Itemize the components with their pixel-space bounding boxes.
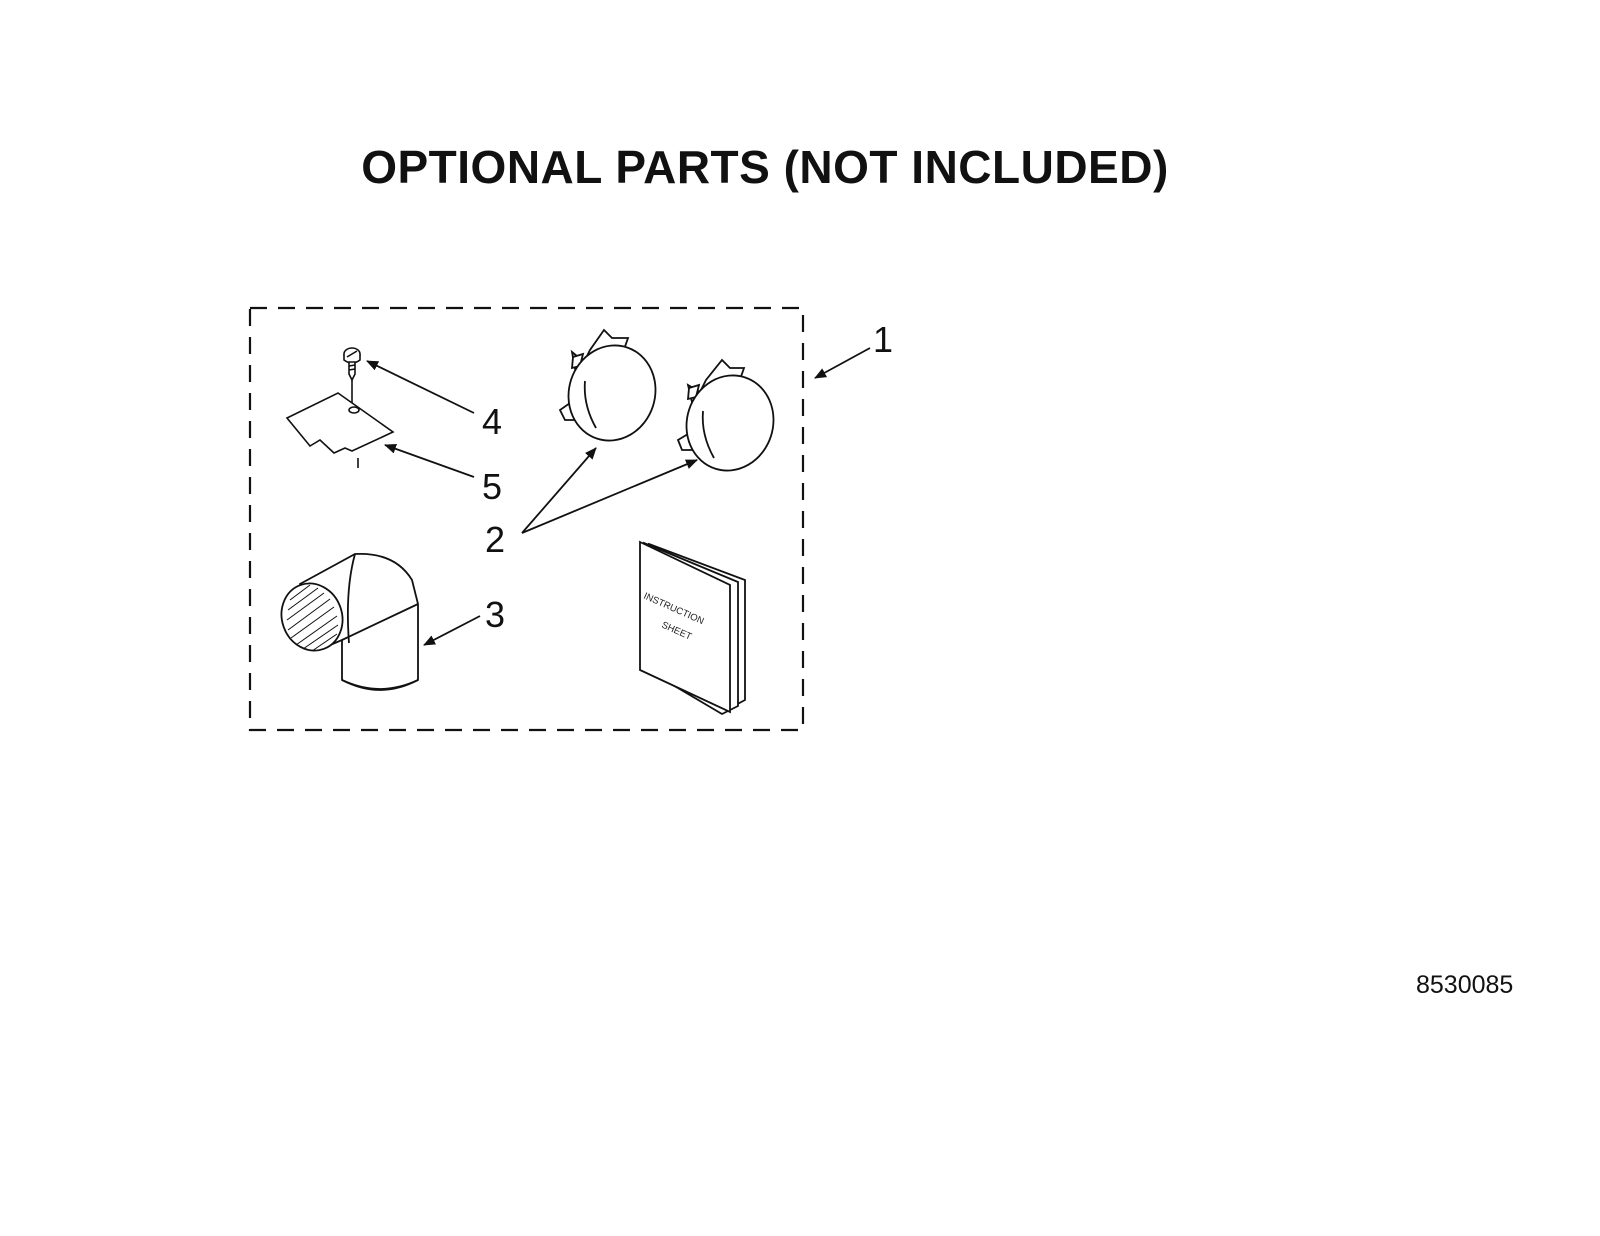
clip-plate-icon [285, 392, 395, 468]
callout-2: 2 [485, 519, 505, 560]
callout-5: 5 [482, 466, 502, 507]
leader-line-2b [521, 459, 698, 534]
screw-icon [343, 347, 361, 408]
leader-line-2a [521, 447, 597, 534]
kit-boundary [248, 306, 805, 732]
leader-line-4 [366, 360, 475, 414]
callout-4: 4 [482, 401, 502, 442]
callout-1: 1 [873, 319, 893, 360]
vent-plug-icon [676, 358, 775, 472]
leader-line-5 [384, 444, 475, 478]
document-number: 8530085 [1416, 971, 1513, 999]
page-title: OPTIONAL PARTS (NOT INCLUDED) [361, 141, 1169, 193]
leader-line-3 [423, 615, 481, 646]
vent-plug-icon [558, 328, 657, 442]
leader-line-1 [814, 347, 871, 379]
elbow-duct-icon [280, 553, 419, 691]
callout-3: 3 [485, 594, 505, 635]
instruction-booklet-icon: INSTRUCTION SHEET [639, 540, 746, 716]
